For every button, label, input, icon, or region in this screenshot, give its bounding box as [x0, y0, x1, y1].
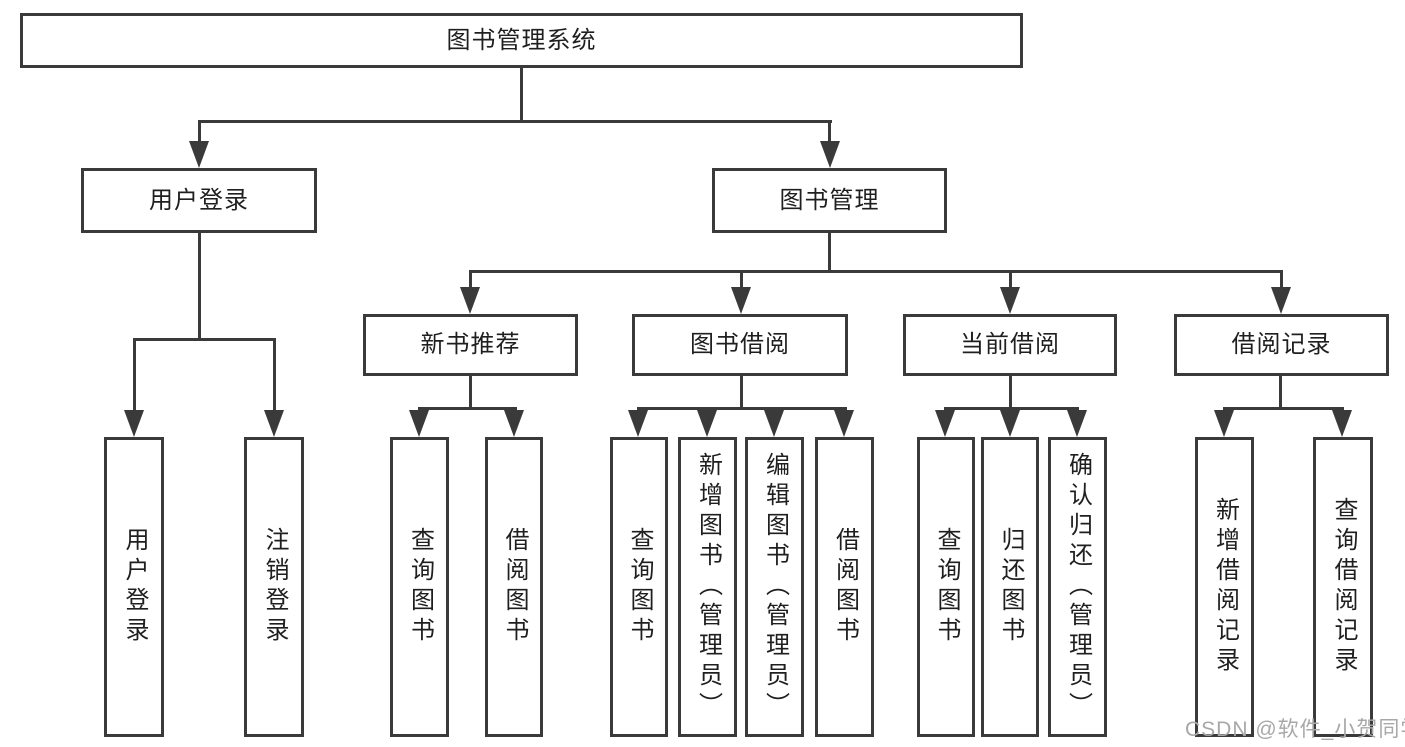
leaf-user-login: 用户登录	[104, 437, 164, 737]
arrowhead-down-icon	[731, 287, 751, 314]
connector-leaf-stem	[133, 338, 136, 412]
connector-level3-stem	[469, 270, 472, 289]
connector-cb-rail	[944, 407, 1079, 410]
connector-user-login-down	[198, 233, 201, 338]
arrowhead-down-icon	[697, 410, 717, 437]
connector-br-down	[1279, 376, 1282, 410]
arrowhead-down-icon	[1271, 287, 1291, 314]
leaf-borrow-book: 借阅图书	[815, 437, 874, 737]
arrowhead-down-icon	[1067, 410, 1087, 437]
connector-book-mgmt-down	[828, 233, 831, 273]
leaf-query-book: 查询图书	[610, 437, 668, 737]
arrowhead-down-icon	[124, 410, 144, 437]
connector-nbr-rail	[418, 407, 517, 410]
connector-level3-stem	[740, 270, 743, 289]
connector-level3-rail	[469, 270, 1283, 273]
node-book-management: 图书管理	[712, 168, 947, 233]
arrowhead-down-icon	[1000, 410, 1020, 437]
connector-cb-down	[1009, 376, 1012, 410]
leaf-borrow-book: 借阅图书	[485, 437, 543, 737]
leaf-query-book: 查询图书	[917, 437, 975, 737]
arrowhead-down-icon	[1214, 410, 1234, 437]
leaf-edit-book-admin: 编辑图书（管理员）	[745, 437, 804, 737]
arrowhead-down-icon	[189, 141, 209, 168]
leaf-query-borrow-record: 查询借阅记录	[1313, 437, 1373, 737]
node-new-book-recommend: 新书推荐	[363, 314, 578, 376]
arrowhead-down-icon	[460, 287, 480, 314]
connector-level3-stem	[1280, 270, 1283, 289]
connector-leaf-stem	[273, 338, 276, 412]
arrowhead-down-icon	[764, 410, 784, 437]
arrowhead-down-icon	[820, 141, 840, 168]
leaf-query-book: 查询图书	[390, 437, 449, 737]
node-current-borrowing: 当前借阅	[903, 314, 1117, 376]
arrowhead-down-icon	[628, 410, 648, 437]
arrowhead-down-icon	[834, 410, 854, 437]
arrowhead-down-icon	[1332, 410, 1352, 437]
connector-user-login-stem	[198, 120, 201, 145]
arrowhead-down-icon	[935, 410, 955, 437]
arrowhead-down-icon	[409, 410, 429, 437]
connector-bb-rail	[637, 407, 847, 410]
connector-book-mgmt-stem	[828, 120, 831, 145]
node-library-management-system: 图书管理系统	[20, 13, 1023, 68]
node-borrowing-records: 借阅记录	[1174, 314, 1389, 376]
leaf-return-book: 归还图书	[981, 437, 1039, 737]
node-user-login: 用户登录	[81, 168, 317, 233]
connector-bb-down	[740, 376, 743, 410]
connector-nbr-down	[469, 376, 472, 410]
arrowhead-down-icon	[504, 410, 524, 437]
arrowhead-down-icon	[1000, 287, 1020, 314]
leaf-add-borrow-record: 新增借阅记录	[1195, 437, 1254, 737]
connector-level2-rail	[198, 120, 832, 123]
leaf-add-book-admin: 新增图书（管理员）	[678, 437, 737, 737]
node-book-borrowing: 图书借阅	[632, 314, 848, 376]
connector-user-login-rail	[133, 338, 275, 341]
leaf-confirm-return-admin: 确认归还（管理员）	[1048, 437, 1107, 737]
arrowhead-down-icon	[264, 410, 284, 437]
connector-br-rail	[1223, 407, 1344, 410]
leaf-logout: 注销登录	[244, 437, 304, 737]
csdn-watermark: CSDN @软件_小贺同学	[1185, 718, 1405, 741]
connector-root-stub	[520, 68, 523, 120]
connector-level3-stem	[1009, 270, 1012, 289]
